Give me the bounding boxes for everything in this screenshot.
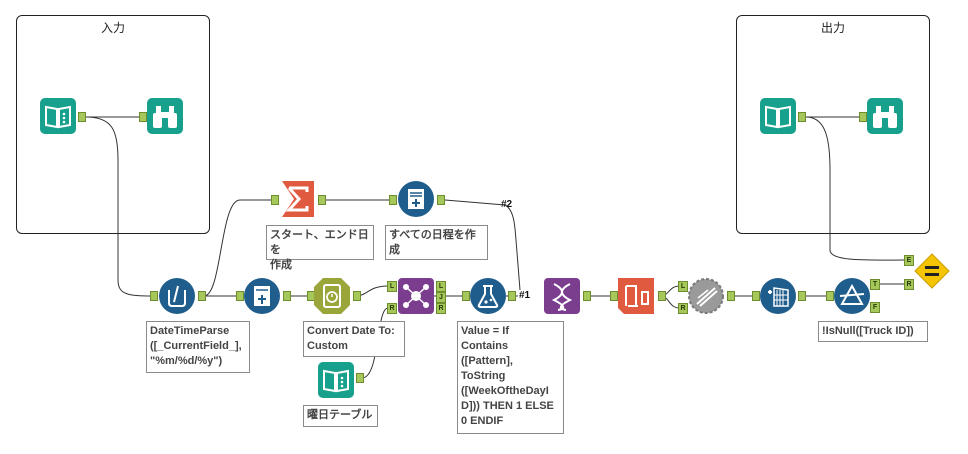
- output-container-title: 出力: [820, 21, 845, 35]
- annotation-weekday-table: 曜日テーブル: [303, 405, 378, 427]
- anchor-join-out-r[interactable]: R: [436, 303, 446, 314]
- annotation-filter: !IsNull([Truck ID]): [818, 321, 928, 342]
- output-input-data-tool[interactable]: [760, 98, 796, 134]
- transpose-tool[interactable]: [544, 278, 580, 314]
- browse-icon: [147, 98, 183, 134]
- anchor-output-browse-in[interactable]: [859, 112, 867, 122]
- anchor-generate-out[interactable]: [437, 195, 445, 205]
- summarize-icon: [282, 181, 314, 217]
- anchor-filter-in[interactable]: [826, 291, 834, 301]
- anchor-test-in-e[interactable]: E: [904, 255, 914, 266]
- anchor-join-in-r[interactable]: R: [387, 303, 397, 314]
- filter-icon: [834, 278, 870, 314]
- anchor-multirow-in[interactable]: [236, 291, 244, 301]
- datetime-tool[interactable]: [314, 278, 350, 314]
- annotation-formula: Value = If Contains ([Pattern], ToString…: [457, 321, 564, 434]
- anchor-datetime-out[interactable]: [353, 291, 361, 301]
- anchor-summarize-in[interactable]: [271, 195, 279, 205]
- anchor-input-out[interactable]: [78, 112, 86, 122]
- datetime-icon: [314, 278, 350, 314]
- input-data-icon: [40, 98, 76, 134]
- anchor-browse-in[interactable]: [139, 112, 147, 122]
- anchor-weekday-out[interactable]: [356, 373, 364, 383]
- input-container-title: 入力: [100, 21, 125, 35]
- anchor-rename-in[interactable]: [610, 291, 618, 301]
- summarize-tool[interactable]: [280, 181, 316, 217]
- filter-tool[interactable]: [834, 278, 870, 314]
- output-browse-tool[interactable]: [867, 98, 903, 134]
- crosstab-icon: [760, 278, 796, 314]
- anchor-filter-out-t[interactable]: T: [870, 279, 880, 290]
- annotation-convert-date: Convert Date To: Custom: [303, 321, 405, 357]
- browse-tool[interactable]: [147, 98, 183, 134]
- wire-label-hash1: #1: [519, 290, 531, 301]
- crosstab-tool[interactable]: [760, 278, 796, 314]
- join-tool[interactable]: [398, 278, 434, 314]
- anchor-join-in-l[interactable]: L: [387, 281, 397, 292]
- dynamic-rename-icon: [618, 278, 654, 314]
- anchor-sample-in-r[interactable]: R: [678, 303, 688, 314]
- annotation-datetime-parse: DateTimeParse ([_CurrentField_], "%m/%d/…: [146, 321, 250, 373]
- test-icon: [914, 253, 950, 289]
- wire-label-hash2: #2: [501, 199, 513, 210]
- annotation-summarize: スタート、エンド日を 作成: [266, 225, 374, 271]
- anchor-rename-out[interactable]: [658, 291, 666, 301]
- generate-rows-tool[interactable]: [398, 181, 434, 217]
- anchor-join-out-l[interactable]: L: [436, 281, 446, 292]
- anchor-crosstab-out[interactable]: [798, 291, 806, 301]
- transpose-icon: [544, 278, 580, 314]
- anchor-formula-out[interactable]: [508, 291, 516, 301]
- anchor-multirow-out[interactable]: [283, 291, 291, 301]
- anchor-test-in-c[interactable]: R: [904, 279, 914, 290]
- multi-row-tool[interactable]: [244, 278, 280, 314]
- anchor-transpose-out[interactable]: [583, 291, 591, 301]
- input-data-tool[interactable]: [40, 98, 76, 134]
- anchor-filter-out-f[interactable]: F: [870, 302, 880, 313]
- sample-tool[interactable]: [688, 278, 724, 314]
- anchor-datetime-parse-out[interactable]: [198, 291, 206, 301]
- anchor-formula-in[interactable]: [462, 291, 470, 301]
- anchor-generate-in[interactable]: [389, 195, 397, 205]
- join-icon: [398, 278, 434, 314]
- annotation-generate-rows: すべての日程を作 成: [385, 225, 488, 260]
- sample-icon: [688, 278, 724, 314]
- anchor-sample-out[interactable]: [727, 291, 735, 301]
- generate-rows-icon: [244, 278, 280, 314]
- anchor-crosstab-in[interactable]: [752, 291, 760, 301]
- generate-rows-icon: [398, 181, 434, 217]
- dynamic-rename-tool[interactable]: [618, 278, 654, 314]
- anchor-datetime-parse-in[interactable]: [150, 291, 158, 301]
- anchor-join-out-j[interactable]: J: [436, 292, 446, 303]
- multi-field-formula-icon: [159, 278, 195, 314]
- test-tool[interactable]: [914, 253, 950, 289]
- anchor-output-input-out[interactable]: [798, 112, 806, 122]
- formula-tool[interactable]: [470, 278, 506, 314]
- anchor-sample-in-l[interactable]: L: [678, 281, 688, 292]
- weekday-table-tool[interactable]: [318, 362, 354, 398]
- browse-icon: [867, 98, 903, 134]
- formula-icon: [470, 278, 506, 314]
- input-data-icon: [318, 362, 354, 398]
- multi-field-formula-tool[interactable]: [159, 278, 195, 314]
- anchor-summarize-out[interactable]: [318, 195, 326, 205]
- input-data-icon: [760, 98, 796, 134]
